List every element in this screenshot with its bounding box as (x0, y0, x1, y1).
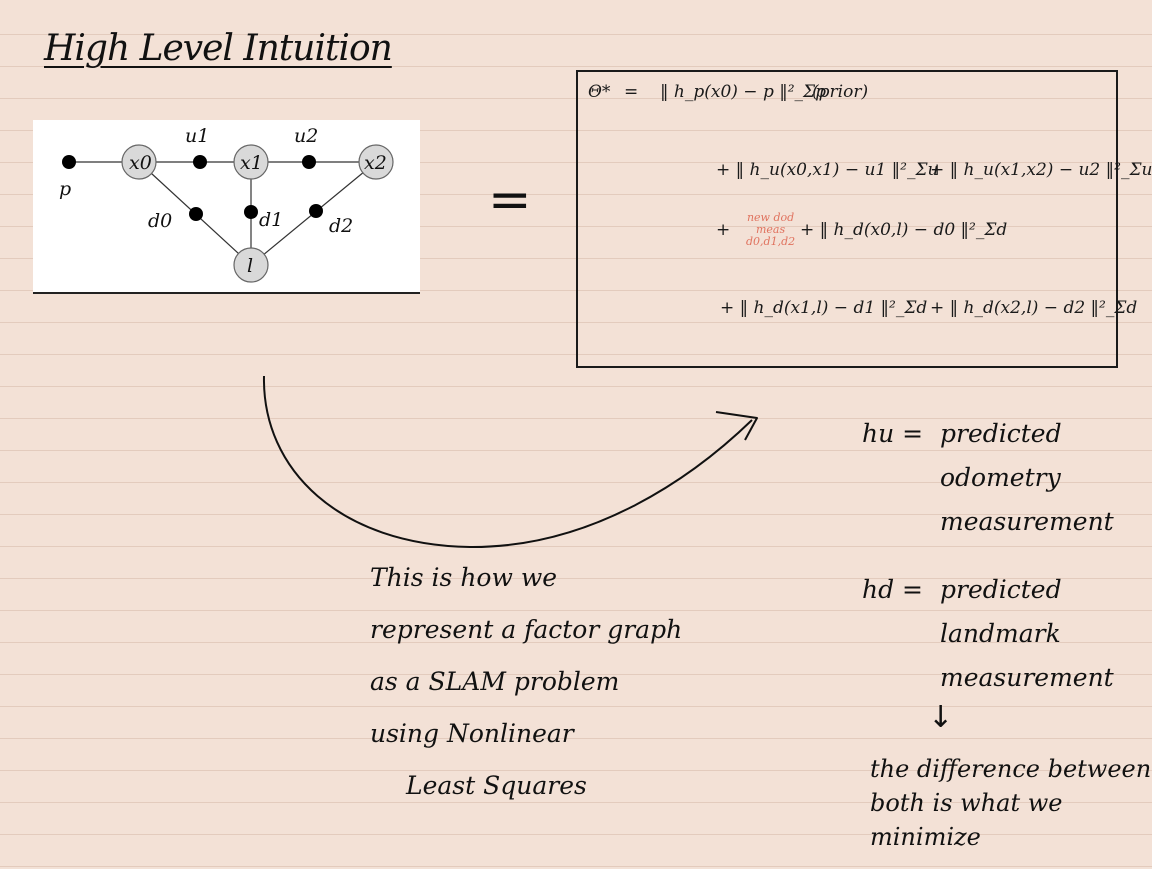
caption-line: This is how we (370, 563, 558, 592)
factor-d1 (244, 205, 258, 219)
factor-u2 (302, 155, 316, 169)
theta-symbol: Θ* (588, 82, 611, 102)
cost-function-box (576, 70, 1118, 368)
node-x2 (358, 144, 394, 180)
difference-note: the difference between both is what we m… (870, 755, 1152, 851)
caption-line: Least Squares (406, 771, 587, 800)
landmark-plus: + (716, 220, 731, 240)
label-d2: d2 (329, 215, 353, 237)
label-x0: x0 (129, 152, 152, 174)
page-title: High Level Intuition (44, 28, 393, 69)
caption-line: represent a factor graph (370, 615, 683, 644)
prior-note: (prior) (812, 82, 869, 102)
odometry-term-2: + ‖ h_u(x1,x2) − u2 ‖²_Σu (930, 160, 1152, 180)
odometry-term-1: + ‖ h_u(x0,x1) − u1 ‖²_Σu (716, 160, 939, 180)
landmark-term-2: + ‖ h_d(x2,l) − d2 ‖²_Σd (930, 298, 1138, 318)
caption-note: This is how we represent a factor graph … (370, 552, 710, 812)
label-x2: x2 (364, 152, 387, 174)
equals-sign: = (488, 170, 532, 230)
factor-graph-figure: x0 x1 x2 l p u1 u2 d0 d1 d2 (33, 120, 420, 294)
landmark-term-0: + ‖ h_d(x0,l) − d0 ‖²_Σd (800, 220, 1008, 240)
hd-symbol: hd = (862, 575, 923, 604)
curved-arrow (262, 375, 758, 549)
node-l (233, 247, 269, 283)
node-x0 (121, 144, 157, 180)
label-u1: u1 (185, 125, 209, 147)
factor-u1 (193, 155, 207, 169)
landmark-annotation: new dod meas d0,d1,d2 (746, 211, 796, 248)
label-p: p (59, 178, 71, 200)
factor-d0 (189, 207, 203, 221)
caption-line: as a SLAM problem (370, 667, 620, 696)
node-x1 (233, 144, 269, 180)
prior-term: ‖ h_p(x0) − p ‖²_Σp (660, 82, 826, 102)
down-arrow-icon: ↓ (928, 700, 954, 735)
factor-d2 (309, 204, 323, 218)
label-u2: u2 (294, 125, 318, 147)
landmark-term-1: + ‖ h_d(x1,l) − d1 ‖²_Σd (720, 298, 928, 318)
factor-graph-svg: x0 x1 x2 l p u1 u2 d0 d1 d2 (59, 125, 394, 283)
hu-definition: hu = predicted odometry measurement (862, 412, 1114, 544)
theta-equals: = (624, 82, 639, 102)
label-l: l (247, 255, 253, 277)
hu-symbol: hu = (862, 419, 924, 448)
hd-definition: hd = predicted landmark measurement (862, 568, 1114, 700)
factor-p (62, 155, 76, 169)
caption-line: using Nonlinear (370, 719, 574, 748)
label-d1: d1 (259, 209, 283, 231)
label-d0: d0 (148, 210, 172, 232)
label-x1: x1 (240, 152, 263, 174)
